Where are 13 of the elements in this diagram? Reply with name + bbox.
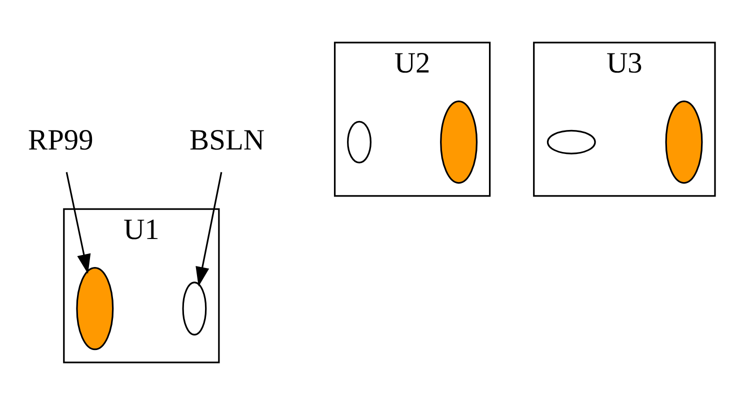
arrow [66,172,91,274]
node-ellipse [182,282,207,336]
node-ellipse [347,120,372,164]
node-ellipse [665,100,703,184]
arrow [196,172,222,287]
cluster: U1 [63,208,220,364]
node-text: RP99 [28,124,94,156]
cluster: U2 [334,42,491,197]
node-ellipse [440,100,478,184]
node-text: BSLN [190,124,265,156]
cluster: U3 [533,42,716,197]
node-ellipse [76,266,114,350]
node-ellipse [546,130,596,154]
